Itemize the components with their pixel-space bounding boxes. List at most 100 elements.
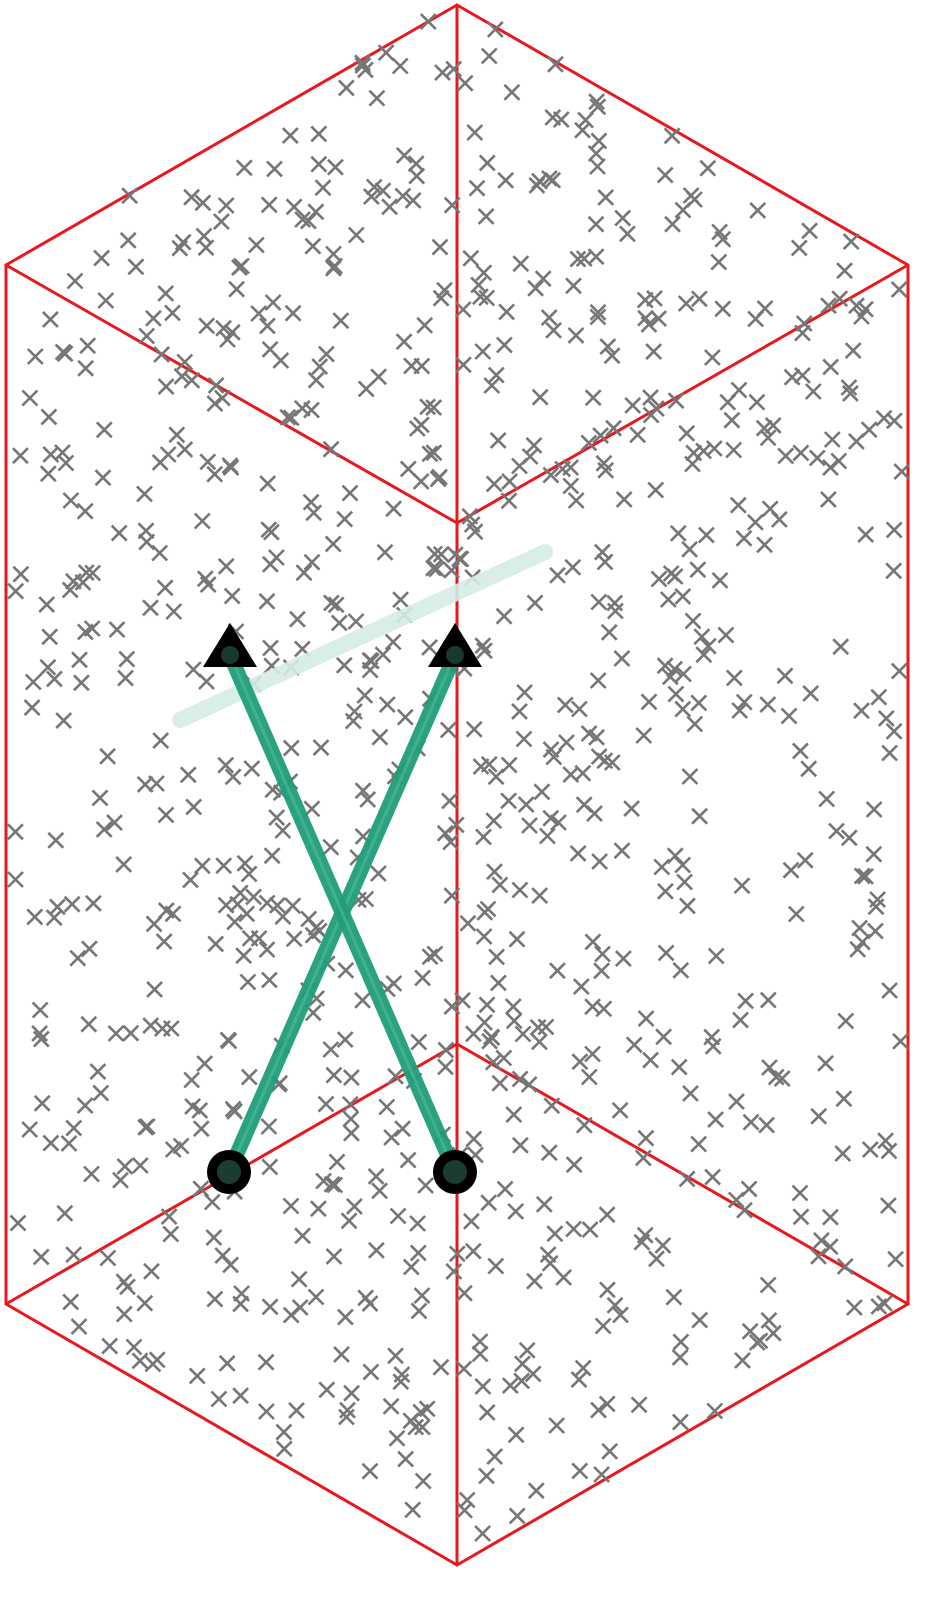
scatter-marker	[157, 806, 175, 824]
scatter-marker	[101, 1337, 119, 1355]
scatter-marker	[822, 358, 840, 376]
scatter-marker	[575, 1116, 593, 1134]
scatter-marker	[142, 599, 159, 617]
scatter-marker	[791, 742, 809, 760]
scatter-marker	[341, 1095, 359, 1113]
scatter-marker	[33, 1094, 51, 1112]
scatter-marker	[371, 728, 389, 746]
scatter-marker	[544, 108, 562, 126]
scatter-marker	[704, 1168, 722, 1186]
scatter-marker	[586, 805, 603, 823]
scatter-marker	[76, 623, 94, 641]
scatter-marker	[707, 947, 725, 965]
scatter-marker	[341, 484, 359, 502]
scatter-marker	[42, 1134, 60, 1152]
scatter-marker	[853, 308, 870, 325]
scatter-marker	[77, 564, 95, 582]
path-right-start-to-left-end	[222, 647, 463, 1180]
scatter-marker	[562, 766, 580, 784]
scatter-marker	[514, 1025, 532, 1043]
scatter-marker	[164, 304, 181, 322]
scatter-marker	[749, 201, 767, 219]
scatter-marker	[618, 225, 636, 243]
scatter-marker	[539, 1246, 557, 1264]
scatter-marker	[31, 1001, 49, 1019]
scatter-marker	[325, 1066, 343, 1084]
scatter-marker	[800, 760, 818, 778]
scatter-marker	[332, 312, 350, 330]
scatter-marker	[56, 345, 74, 363]
scatter-marker	[477, 207, 495, 225]
scatter-marker	[61, 581, 79, 599]
scatter-marker	[581, 1221, 599, 1239]
scatter-marker	[310, 155, 328, 173]
scatter-marker	[820, 297, 837, 315]
scatter-marker	[565, 277, 582, 295]
scatter-marker	[773, 1070, 791, 1088]
scatter-marker	[326, 257, 344, 275]
scatter-marker	[537, 1018, 555, 1036]
scatter-marker	[821, 1238, 839, 1256]
scatter-marker	[367, 1241, 385, 1259]
scatter-marker	[513, 1355, 531, 1373]
scatter-marker	[275, 1440, 293, 1458]
scatter-marker	[642, 1051, 660, 1069]
scatter-marker	[157, 378, 175, 396]
scatter-marker	[367, 1167, 385, 1185]
scatter-marker	[357, 380, 375, 398]
scatter-marker	[656, 882, 674, 900]
endpoint-group	[203, 623, 482, 1194]
scatter-marker	[387, 1067, 404, 1085]
scatter-marker	[780, 707, 798, 725]
scatter-marker	[584, 933, 602, 951]
scatter-marker	[670, 1058, 688, 1076]
scatter-marker	[580, 434, 598, 452]
scatter-marker	[108, 621, 126, 639]
scatter-marker	[472, 758, 490, 776]
scatter-marker	[790, 239, 808, 257]
scatter-marker	[595, 1000, 613, 1018]
scatter-marker	[476, 642, 493, 660]
scatter-marker	[844, 342, 862, 360]
scatter-marker	[527, 279, 545, 297]
scatter-marker	[62, 492, 80, 509]
scatter-marker	[115, 1273, 133, 1291]
scatter-marker	[94, 469, 112, 487]
scatter-marker	[665, 1288, 683, 1306]
scatter-marker	[57, 454, 75, 472]
scatter-marker	[734, 1351, 751, 1369]
scatter-marker	[570, 1371, 588, 1389]
scatter-marker	[729, 496, 747, 514]
scatter-marker	[279, 408, 297, 426]
scatter-marker	[445, 1262, 463, 1280]
scatter-marker	[157, 284, 175, 302]
scatter-marker	[614, 950, 632, 968]
scatter-marker	[534, 270, 552, 288]
scatter-marker	[60, 1134, 78, 1152]
scatter-marker	[574, 121, 591, 139]
scatter-marker	[887, 1250, 905, 1268]
scatter-marker	[890, 662, 908, 680]
scatter-marker	[337, 79, 355, 97]
scatter-marker	[145, 915, 163, 933]
scatter-marker	[840, 829, 858, 847]
scatter-marker	[357, 890, 375, 908]
scatter-marker	[421, 638, 439, 656]
scatter-marker	[247, 236, 265, 254]
scatter-marker	[268, 896, 286, 914]
scatter-marker	[260, 971, 278, 989]
scatter-marker	[507, 1426, 525, 1444]
scatter-marker	[570, 700, 588, 718]
scatter-marker	[650, 310, 668, 328]
scatter-marker	[26, 348, 44, 365]
scatter-marker	[538, 827, 556, 845]
end-triangle-right-dot	[446, 646, 464, 664]
scatter-marker	[671, 1413, 689, 1431]
scatter-marker	[681, 540, 699, 558]
scatter-marker	[77, 359, 95, 377]
scatter-marker	[584, 1045, 601, 1063]
scatter-marker	[691, 807, 709, 825]
scatter-marker	[394, 187, 412, 205]
scatter-marker	[589, 303, 607, 321]
scatter-marker	[76, 1097, 94, 1115]
